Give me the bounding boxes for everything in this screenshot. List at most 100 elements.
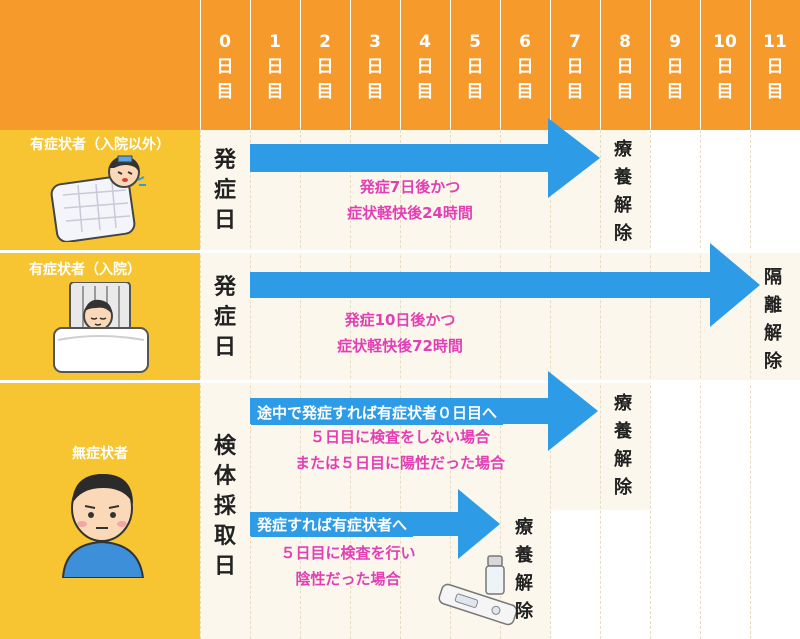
day-number: 10: [713, 32, 737, 52]
day-column-divider: [300, 0, 301, 130]
day-label-7: 7 日目: [550, 30, 600, 105]
grid-line: [500, 130, 501, 639]
grid-line: [400, 130, 401, 639]
post-release-zone-asymptomatic-upper: [650, 383, 800, 639]
condition-line: 発症10日後かつ: [344, 311, 456, 329]
day-label-4: 4 日目: [400, 30, 450, 105]
day-unit: 目: [566, 82, 584, 102]
end-label-asymptomatic-upper: 療養解除: [614, 393, 632, 498]
day-unit: 目: [716, 82, 734, 102]
day-number: 3: [369, 32, 381, 52]
day-number: 1: [269, 32, 281, 52]
condition-line: ５日目に検査を行い: [280, 544, 416, 562]
day-unit: 日: [666, 57, 684, 77]
day-column-divider: [700, 0, 701, 130]
start-label-outpatient: 発症日: [213, 148, 236, 233]
condition-line: 症状軽快後24時間: [347, 204, 473, 222]
grid-line: [250, 130, 251, 639]
day-number: 0: [219, 32, 231, 52]
condition-line: または５日目に陽性だった場合: [294, 454, 505, 472]
day-unit: 日: [466, 57, 484, 77]
day-number: 2: [319, 32, 331, 52]
row-separator: [0, 380, 800, 383]
day-unit: 日: [366, 57, 384, 77]
day-unit: 目: [266, 82, 284, 102]
start-label-asymptomatic: 検体採取日: [213, 434, 236, 579]
condition-line: 発症7日後かつ: [359, 178, 461, 196]
day-label-3: 3 日目: [350, 30, 400, 105]
grid-line: [700, 130, 701, 639]
grid-line: [650, 130, 651, 639]
day-column-divider: [600, 0, 601, 130]
day-label-2: 2 日目: [300, 30, 350, 105]
day-column-divider: [500, 0, 501, 130]
condition-inpatient: 発症10日後かつ 症状軽快後72時間: [280, 307, 520, 359]
day-column-divider: [550, 0, 551, 130]
day-column-divider: [250, 0, 251, 130]
sick-person-in-bed-illustration: [50, 155, 146, 242]
condition-asymptomatic-lower: ５日目に検査を行い 陰性だった場合: [248, 540, 448, 592]
condition-line: 症状軽快後72時間: [337, 337, 463, 355]
grid-line: [300, 130, 301, 639]
row-label-asymptomatic: 無症状者: [72, 446, 128, 462]
start-label-inpatient: 発症日: [213, 275, 236, 360]
day-unit: 日: [616, 57, 634, 77]
day-number: 8: [619, 32, 631, 52]
day-unit: 目: [666, 82, 684, 102]
day-number: 9: [669, 32, 681, 52]
day-unit: 目: [216, 82, 234, 102]
arrow-outpatient: [250, 118, 600, 198]
day-label-10: 10 日目: [700, 30, 750, 105]
end-label-asymptomatic-lower: 療養解除: [515, 517, 533, 622]
day-unit: 日: [566, 57, 584, 77]
post-release-zone-outpatient: [650, 130, 800, 250]
header-corner: [0, 0, 200, 130]
day-label-8: 8 日目: [600, 30, 650, 105]
row-separator: [0, 250, 800, 253]
banner-asymptomatic-upper: 途中で発症すれば有症状者０日目へ: [251, 400, 504, 425]
test-kit-illustration: [438, 555, 518, 626]
day-label-9: 9 日目: [650, 30, 700, 105]
hospitalized-person-illustration: [53, 282, 149, 373]
day-number: 5: [469, 32, 481, 52]
condition-line: 陰性だった場合: [295, 570, 401, 588]
day-column-divider: [400, 0, 401, 130]
day-column-divider: [450, 0, 451, 130]
day-unit: 目: [366, 82, 384, 102]
day-label-5: 5 日目: [450, 30, 500, 105]
day-number: 4: [419, 32, 431, 52]
arrow-inpatient: [250, 243, 760, 327]
day-number: 6: [519, 32, 531, 52]
grid-line: [750, 130, 751, 639]
asymptomatic-person-illustration: [61, 474, 145, 578]
day-column-divider: [650, 0, 651, 130]
grid-line: [200, 130, 201, 639]
day-unit: 目: [316, 82, 334, 102]
day-unit: 日: [516, 57, 534, 77]
row-label-outpatient: 有症状者（入院以外）: [30, 137, 170, 153]
day-unit: 日: [416, 57, 434, 77]
end-label-inpatient: 隔離解除: [764, 267, 782, 372]
condition-line: ５日目に検査をしない場合: [309, 428, 490, 446]
banner-asymptomatic-lower: 発症すれば有症状者へ: [251, 512, 414, 537]
day-unit: 目: [616, 82, 634, 102]
grid-line: [600, 130, 601, 639]
day-column-divider: [750, 0, 751, 130]
day-unit: 日: [316, 57, 334, 77]
day-unit: 目: [416, 82, 434, 102]
grid-line: [450, 130, 451, 639]
grid-line: [350, 130, 351, 639]
day-column-divider: [200, 0, 201, 130]
condition-asymptomatic-upper: ５日目に検査をしない場合 または５日目に陽性だった場合: [250, 424, 550, 476]
row-label-inpatient: 有症状者（入院）: [29, 262, 141, 278]
day-unit: 目: [466, 82, 484, 102]
condition-outpatient: 発症7日後かつ 症状軽快後24時間: [290, 174, 530, 226]
day-number: 11: [763, 32, 787, 52]
day-number: 7: [569, 32, 581, 52]
day-column-divider: [350, 0, 351, 130]
day-unit: 日: [716, 57, 734, 77]
